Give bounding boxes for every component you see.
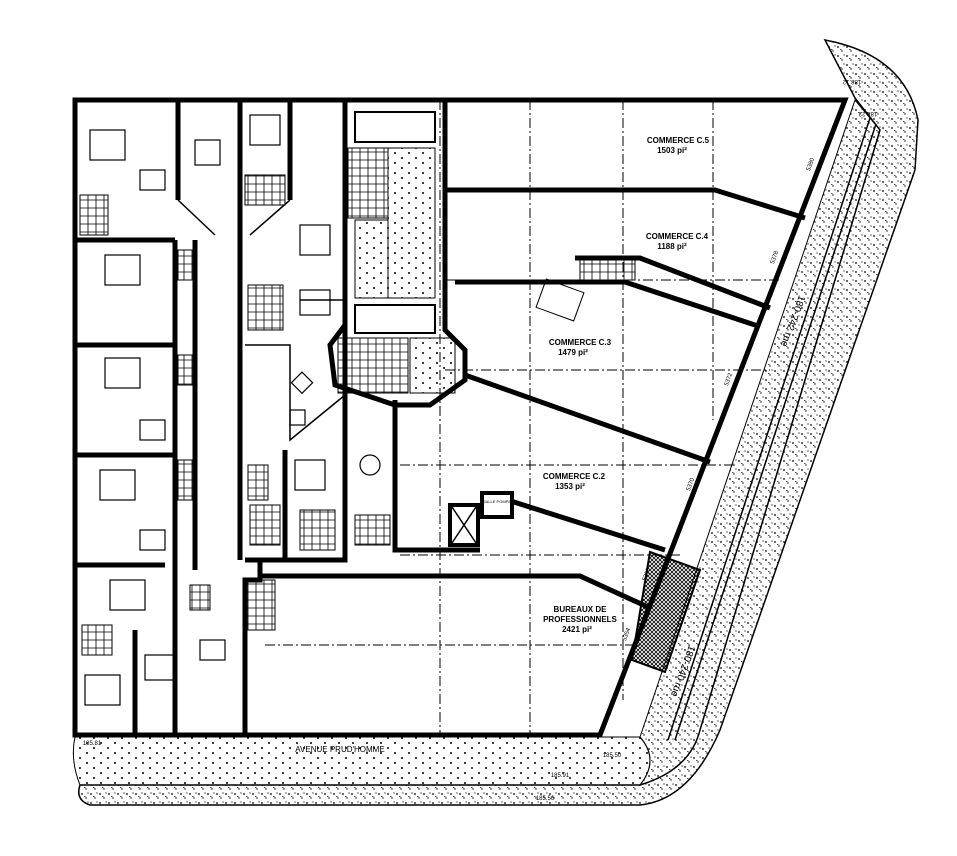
elevation: 188.22 <box>858 110 877 116</box>
elevation: 185.91 <box>551 773 570 779</box>
unit-c4: COMMERCE C.4 1188 pi² <box>646 232 709 251</box>
unit-name: COMMERCE C.3 <box>549 338 612 347</box>
elevation: 188.12 <box>842 78 861 84</box>
elevation: 185.56 <box>536 796 555 802</box>
unit-name: COMMERCE C.2 <box>543 472 606 481</box>
partitions <box>260 99 847 736</box>
pump-room <box>480 491 514 519</box>
unit-c3: COMMERCE C.3 1479 pi² <box>549 338 612 357</box>
pump-room-label: SALLE POMPE <box>483 499 511 504</box>
unit-area: 1188 pi² <box>657 242 687 251</box>
unit-c5: COMMERCE C.5 1503 pi² <box>647 136 710 155</box>
unit-area: 1479 pi² <box>558 348 588 357</box>
unit-name: COMMERCE C.4 <box>646 232 709 241</box>
street-name-south: AVENUE PRUD'HOMME <box>295 745 384 754</box>
door-number: 5370 <box>686 477 696 492</box>
elevation: 185.81 <box>83 741 102 747</box>
door-number: 5372 <box>724 372 734 387</box>
unit-name-2: PROFESSIONNELS <box>543 615 617 624</box>
unit-area: 1353 pi² <box>555 482 585 491</box>
door-number: 5378 <box>770 250 780 265</box>
stair <box>579 255 636 281</box>
building-core <box>327 97 468 408</box>
door-numbers: 5380 5378 5372 5370 5360 5354 <box>622 157 816 642</box>
unit-name: COMMERCE C.5 <box>647 136 710 145</box>
unit-name: BUREAUX DE <box>554 605 608 614</box>
door-number: 5354 <box>622 627 632 642</box>
door-number: 5380 <box>806 157 816 172</box>
unit-area: 2421 pi² <box>562 625 592 634</box>
unit-offices: BUREAUX DE PROFESSIONNELS 2421 pi² <box>543 605 617 634</box>
entrance-ramp <box>630 550 702 674</box>
residential-units <box>75 97 480 735</box>
elevation: 185.50 <box>603 753 622 759</box>
door-number: 5360 <box>642 567 652 582</box>
elevations: 188.12 188.22 185.81 185.50 185.91 185.5… <box>83 78 877 802</box>
unit-c2: COMMERCE C.2 1353 pi² <box>543 472 606 491</box>
unit-area: 1503 pi² <box>657 146 687 155</box>
